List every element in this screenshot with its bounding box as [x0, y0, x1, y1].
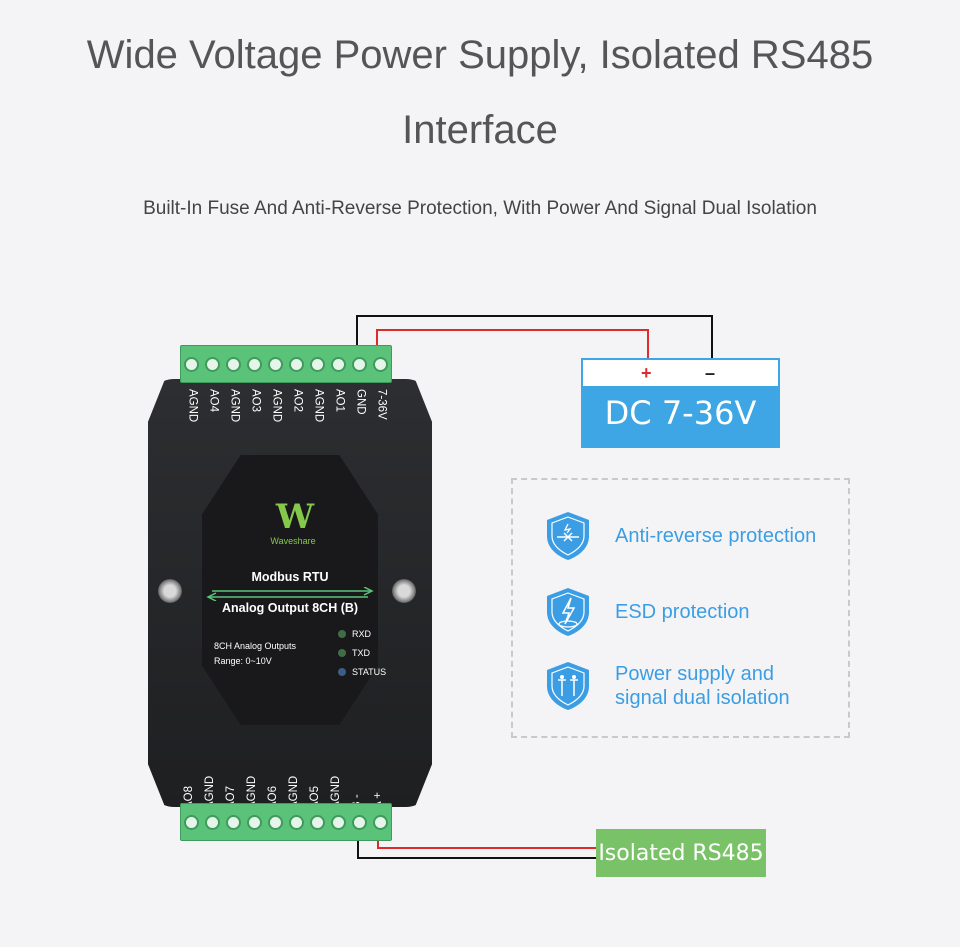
- bottom-terminal-block: [180, 803, 392, 841]
- pin-label: AGND: [203, 775, 216, 809]
- pin-label: AGND: [312, 389, 325, 423]
- bottom-pin-labels: AO8 AGND AO7 AGND AO6 AGND AO5 AGND B - …: [180, 755, 390, 809]
- shield-arrows-icon: [547, 512, 589, 560]
- protocol-label: Modbus RTU: [251, 570, 329, 584]
- power-voltage-label: DC 7-36V: [604, 394, 757, 432]
- pin-label: AO7: [224, 785, 237, 809]
- terminal-screw: [205, 814, 220, 830]
- terminal-screw: [331, 356, 346, 372]
- waveshare-logo-icon: W: [275, 497, 314, 537]
- spec-range: Range: 0~10V: [214, 656, 272, 666]
- power-positive-wire: [376, 329, 649, 358]
- pin-label: AO3: [249, 389, 262, 413]
- terminal-screw: [184, 356, 199, 372]
- mounting-screw: [392, 579, 416, 603]
- mounting-screw: [158, 579, 182, 603]
- pin-label: AGND: [186, 389, 199, 423]
- terminal-screw: [373, 814, 388, 830]
- top-pin-labels: AGND AO4 AGND AO3 AGND AO2 AGND AO1 GND …: [180, 389, 390, 443]
- terminal-screw: [184, 814, 199, 830]
- terminal-screw: [310, 356, 325, 372]
- feature-anti-reverse: Anti-reverse protection: [543, 510, 816, 562]
- shield-lightning-icon: [547, 588, 589, 636]
- terminal-screw: [268, 814, 283, 830]
- power-polarity-bar: + –: [583, 360, 778, 386]
- terminal-screw: [268, 356, 283, 372]
- pin-label: B -: [350, 794, 363, 809]
- led-txd: TXD: [338, 648, 370, 658]
- brand-name: Waveshare: [270, 536, 316, 546]
- feature-text: Power supply and signal dual isolation: [615, 663, 790, 709]
- power-negative-wire: [356, 315, 713, 358]
- pin-label: A +: [371, 792, 384, 809]
- page-subtitle: Built-In Fuse And Anti-Reverse Protectio…: [143, 198, 817, 219]
- feature-text: ESD protection: [615, 601, 750, 623]
- feature-dual-isolation: Power supply and signal dual isolation: [543, 660, 790, 712]
- page-title-continued: Interface: [402, 108, 558, 152]
- led-rxd: RXD: [338, 629, 371, 639]
- rs485-a-wire: [377, 838, 596, 849]
- rs485-label-box: Isolated RS485: [596, 829, 766, 877]
- power-supply-box: + – DC 7-36V: [581, 358, 780, 448]
- pin-label: 7-36V: [375, 389, 388, 420]
- brand-logo: W Waveshare: [248, 500, 338, 546]
- led-indicator-icon: [338, 668, 346, 676]
- terminal-screw: [226, 356, 241, 372]
- terminal-screw: [352, 814, 367, 830]
- terminal-screw: [226, 814, 241, 830]
- terminal-screw: [373, 356, 388, 372]
- pin-label: AO6: [266, 785, 279, 809]
- product-name: Analog Output 8CH (B): [221, 601, 359, 615]
- pin-label: AO4: [207, 389, 220, 413]
- pin-label: AO2: [291, 389, 304, 413]
- led-indicator-icon: [338, 630, 346, 638]
- terminal-screw: [352, 356, 367, 372]
- features-box: Anti-reverse protection ESD protection P…: [511, 478, 850, 738]
- terminal-screw: [247, 814, 262, 830]
- terminal-screw: [289, 356, 304, 372]
- pin-label: AGND: [270, 389, 283, 423]
- feature-text: Anti-reverse protection: [615, 525, 817, 547]
- spec-outputs: 8CH Analog Outputs: [214, 641, 297, 651]
- terminal-screw: [331, 814, 346, 830]
- terminal-screw: [310, 814, 325, 830]
- pin-label: AO8: [182, 785, 195, 809]
- terminal-screw: [289, 814, 304, 830]
- analog-output-module: AGND AO4 AGND AO3 AGND AO2 AGND AO1 GND …: [140, 345, 440, 841]
- pin-label: GND: [354, 389, 367, 415]
- pin-label: AGND: [329, 775, 342, 809]
- led-indicator-icon: [338, 649, 346, 657]
- pin-label: AGND: [245, 775, 258, 809]
- led-status: STATUS: [338, 667, 386, 677]
- minus-terminal: –: [705, 363, 716, 383]
- pin-label: AO1: [333, 389, 346, 413]
- terminal-screw: [247, 356, 262, 372]
- pin-label: AO5: [308, 785, 321, 809]
- shield-isolation-icon: [547, 662, 589, 710]
- feature-esd: ESD protection: [543, 586, 750, 638]
- terminal-screw: [205, 356, 220, 372]
- pin-label: AGND: [287, 775, 300, 809]
- bidirectional-arrows-icon: [206, 587, 374, 601]
- page-title: Wide Voltage Power Supply, Isolated RS48…: [86, 33, 874, 77]
- device-front-panel: [202, 455, 378, 725]
- plus-terminal: +: [641, 363, 652, 383]
- rs485-b-wire: [357, 838, 596, 859]
- top-terminal-block: [180, 345, 392, 383]
- pin-label: AGND: [228, 389, 241, 423]
